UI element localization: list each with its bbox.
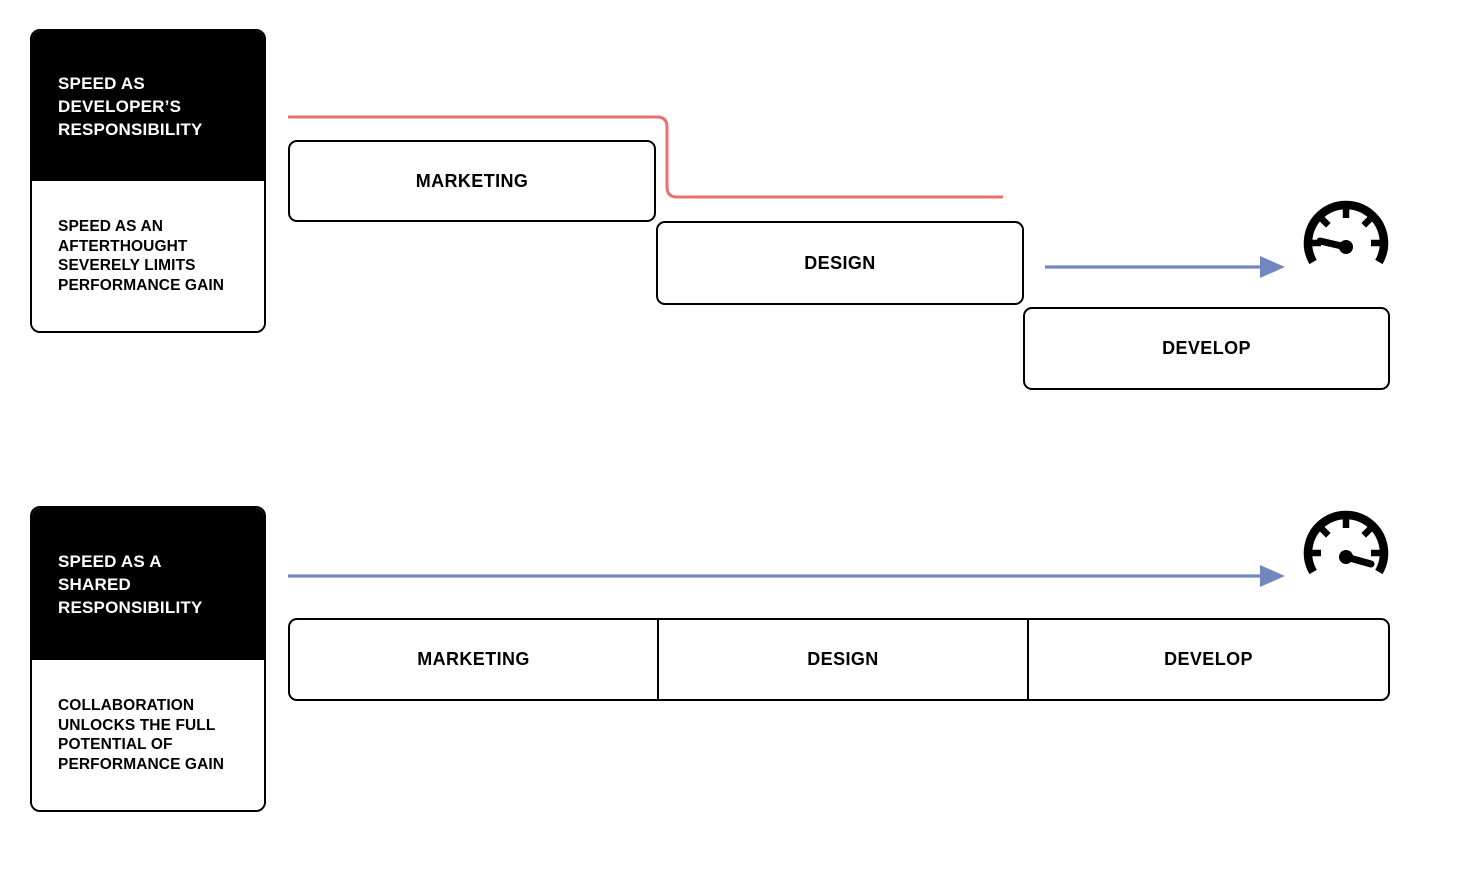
shared-card-body: COLLABORATION UNLOCKS THE FULL POTENTIAL… bbox=[32, 660, 264, 810]
waterfall-speed-arrow bbox=[1045, 256, 1285, 278]
stage-label: DESIGN bbox=[807, 649, 879, 669]
waterfall-info-card: SPEED AS DEVELOPER’S RESPONSIBILITY SPEE… bbox=[30, 29, 266, 333]
speedometer-high-icon bbox=[1303, 510, 1389, 575]
shared-card-title: SPEED AS A SHARED RESPONSIBILITY bbox=[58, 551, 203, 617]
shared-info-card: SPEED AS A SHARED RESPONSIBILITY COLLABO… bbox=[30, 506, 266, 812]
stage-label: MARKETING bbox=[415, 170, 529, 191]
shared-stage-develop: DEVELOP bbox=[1027, 620, 1388, 699]
waterfall-stage-marketing: MARKETING bbox=[288, 140, 656, 222]
shared-stage-row: MARKETING DESIGN DEVELOP bbox=[288, 618, 1390, 701]
stage-label: DEVELOP bbox=[1162, 338, 1251, 358]
shared-stage-design: DESIGN bbox=[657, 620, 1027, 699]
stage-label: MARKETING bbox=[417, 649, 530, 669]
stage-label: DESIGN bbox=[804, 252, 876, 273]
waterfall-stage-develop: DEVELOP bbox=[1023, 307, 1390, 390]
shared-stage-marketing: MARKETING bbox=[290, 620, 657, 699]
shared-card-header: SPEED AS A SHARED RESPONSIBILITY bbox=[32, 508, 264, 660]
waterfall-card-title: SPEED AS DEVELOPER’S RESPONSIBILITY bbox=[58, 73, 203, 139]
speedometer-low-icon bbox=[1303, 200, 1389, 265]
shared-card-body-text: COLLABORATION UNLOCKS THE FULL POTENTIAL… bbox=[58, 697, 225, 773]
waterfall-card-body: SPEED AS AN AFTERTHOUGHT SEVERELY LIMITS… bbox=[32, 181, 264, 331]
waterfall-card-body-text: SPEED AS AN AFTERTHOUGHT SEVERELY LIMITS… bbox=[58, 218, 225, 294]
waterfall-stage-design: DESIGN bbox=[656, 221, 1024, 305]
waterfall-card-header: SPEED AS DEVELOPER’S RESPONSIBILITY bbox=[32, 31, 264, 181]
stage-label: DEVELOP bbox=[1164, 649, 1253, 669]
shared-speed-arrow bbox=[288, 565, 1285, 587]
